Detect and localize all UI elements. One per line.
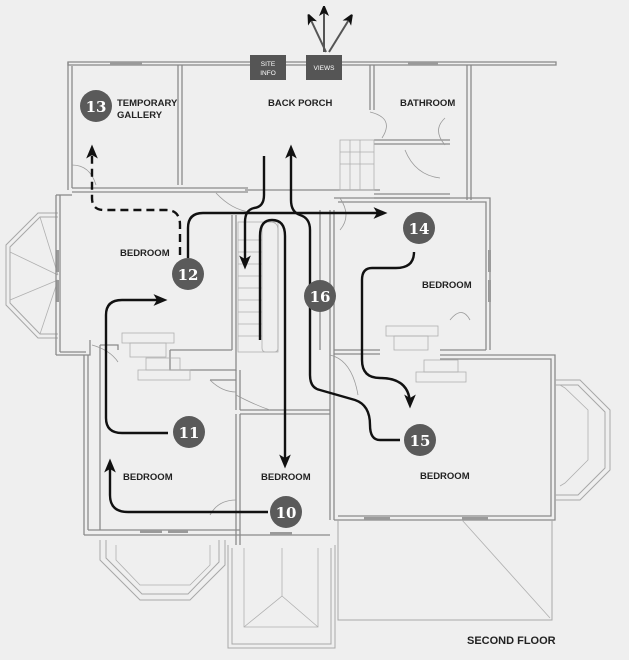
stop-marker-13[interactable]: 13	[80, 90, 112, 122]
room-label-bathroom: BATHROOM	[400, 98, 455, 109]
stop-marker-14[interactable]: 14	[403, 212, 435, 244]
stop-marker-11[interactable]: 11	[173, 416, 205, 448]
room-label-bedroom-ne: BEDROOM	[422, 280, 472, 291]
stop-number: 10	[276, 504, 297, 522]
route-stairs-down	[239, 156, 266, 270]
views-arrows	[310, 10, 350, 53]
route-11-to-12	[104, 294, 168, 435]
views-label: VIEWS	[314, 65, 336, 72]
room-label-bedroom-sw: BEDROOM	[123, 472, 173, 483]
stop-number: 16	[310, 288, 331, 306]
stop-marker-15[interactable]: 15	[404, 424, 436, 456]
site-info-label-line1: SITE	[261, 61, 276, 68]
stop-number: 12	[178, 266, 199, 284]
room-label-bedroom-nw: BEDROOM	[120, 248, 170, 259]
walls	[5, 61, 611, 649]
route-stairs-up	[258, 218, 291, 469]
floor-title: SECOND FLOOR	[467, 635, 556, 647]
room-labels: TEMPORARY GALLERY BACK PORCH BATHROOM BE…	[117, 98, 472, 483]
stop-marker-10[interactable]: 10	[270, 496, 302, 528]
route-14-to-15	[360, 251, 416, 409]
room-label-temporary-gallery-2: GALLERY	[117, 110, 163, 121]
views-button[interactable]: VIEWS	[306, 55, 342, 80]
stop-number: 13	[86, 98, 107, 116]
route-10-to-bedroom-sw	[104, 458, 268, 514]
room-label-back-porch: BACK PORCH	[268, 98, 333, 109]
stop-number: 15	[410, 432, 431, 450]
room-label-bedroom-se: BEDROOM	[420, 471, 470, 482]
site-info-button[interactable]: SITE INFO	[250, 55, 286, 80]
site-info-label-line2: INFO	[260, 70, 276, 77]
room-label-temporary-gallery-1: TEMPORARY	[117, 98, 178, 109]
room-label-bedroom-s: BEDROOM	[261, 472, 311, 483]
route-12-to-14	[186, 207, 388, 258]
stop-marker-16[interactable]: 16	[304, 280, 336, 312]
route-12-to-13	[86, 144, 182, 255]
stop-marker-12[interactable]: 12	[172, 258, 204, 290]
tour-route	[86, 144, 416, 514]
stop-number: 11	[179, 424, 200, 442]
route-16-to-back-porch	[285, 144, 400, 442]
stop-number: 14	[409, 220, 430, 238]
